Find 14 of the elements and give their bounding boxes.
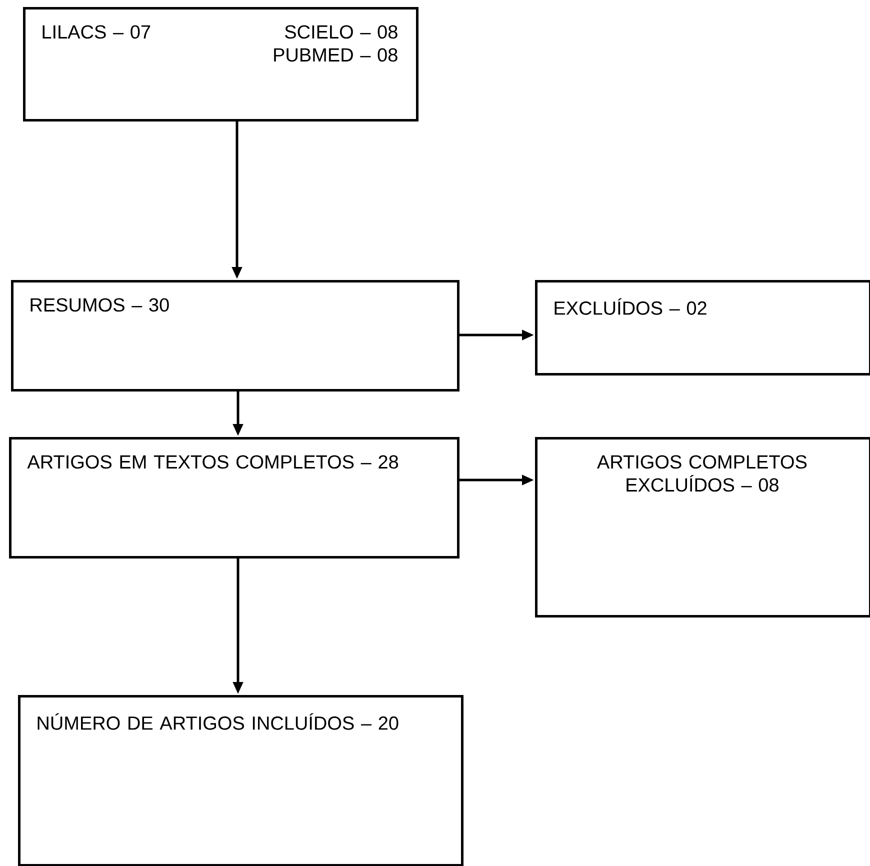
node-label: LILACS – 07: [42, 25, 150, 39]
box-node: [535, 437, 870, 618]
node-label: RESUMOS – 30: [30, 298, 169, 312]
box-node: [18, 695, 464, 866]
node-label: NÚMERO DE ARTIGOS INCLUÍDOS – 20: [38, 713, 398, 730]
node-label: PUBMED – 08: [274, 48, 398, 62]
box-node: [9, 437, 460, 558]
box-node: [23, 7, 418, 122]
box-node: [535, 280, 870, 376]
node-label: EXCLUÍDOS – 02: [554, 298, 706, 315]
node-label: ARTIGOS COMPLETOS EXCLUÍDOS – 08: [597, 455, 807, 492]
node-label: ARTIGOS EM TEXTOS COMPLETOS – 28: [27, 455, 398, 469]
box-node: [11, 280, 460, 392]
node-label: SCIELO – 08: [285, 25, 398, 39]
